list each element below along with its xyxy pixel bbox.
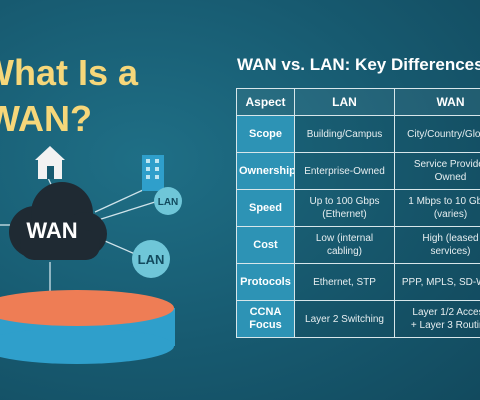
cell-lan-line: Enterprise-Owned bbox=[304, 165, 385, 177]
cell-lan: Enterprise-Owned bbox=[294, 152, 395, 190]
row-aspect: Scope bbox=[236, 115, 295, 153]
table-row: Cost Low (internal cabling) High (leased ser… bbox=[236, 226, 480, 264]
lan-node-large-label: LAN bbox=[138, 252, 165, 267]
cell-wan-line: City/Country/Global bbox=[407, 128, 480, 140]
cell-lan: Building/Campus bbox=[294, 115, 395, 153]
table-row: Scope Building/Campus City/Country/Global bbox=[236, 115, 480, 153]
cell-wan: Layer 1/2 Access + Layer 3 Routing bbox=[394, 300, 480, 338]
cell-lan-line: cabling) bbox=[326, 246, 363, 257]
lan-node-large bbox=[132, 240, 170, 278]
table-row: Ownership Enterprise-Owned Service Provide… bbox=[236, 152, 480, 190]
cell-lan: Layer 2 Switching bbox=[294, 300, 395, 338]
cell-lan-line: Low (internal bbox=[315, 233, 374, 244]
lan-node-small-label: LAN bbox=[158, 197, 179, 208]
table-row: CCNA Focus Layer 2 Switching Layer 1/2 Acc… bbox=[236, 300, 480, 338]
headline-line-1: What Is a bbox=[0, 52, 139, 93]
row-aspect: Protocols bbox=[236, 263, 295, 301]
cell-lan: Up to 100 Gbps (Ethernet) bbox=[294, 189, 395, 227]
table-row: Speed Up to 100 Gbps (Ethernet) 1 Mbps to 1… bbox=[236, 189, 480, 227]
wan-cloud-icon bbox=[9, 182, 107, 260]
cell-wan-line: PPP, MPLS, SD-WAN bbox=[401, 276, 480, 288]
comparison-table: Aspect LAN WAN Scope Building/Campus City/… bbox=[236, 88, 480, 338]
cell-lan-line: Building/Campus bbox=[306, 128, 383, 140]
table-row: Protocols Ethernet, STP PPP, MPLS, SD-WAN bbox=[236, 263, 480, 301]
cell-wan-line: Service Provider bbox=[413, 159, 480, 170]
building-icon bbox=[142, 155, 164, 191]
cell-wan: 1 Mbps to 10 Gbps (varies) bbox=[394, 189, 480, 227]
cell-wan-line: 1 Mbps to 10 Gbps bbox=[408, 196, 480, 207]
column-header-wan: WAN bbox=[394, 88, 480, 116]
row-aspect: Ownership bbox=[236, 152, 295, 190]
cell-wan-line: (varies) bbox=[433, 209, 468, 220]
cell-wan-line: Layer 1/2 Access bbox=[412, 307, 480, 318]
cell-wan: High (leased services) bbox=[394, 226, 480, 264]
row-aspect: Cost bbox=[236, 226, 295, 264]
table-title: WAN vs. LAN: Key Differences bbox=[237, 55, 480, 74]
cell-lan-line: Up to 100 Gbps bbox=[309, 196, 380, 207]
cell-wan: PPP, MPLS, SD-WAN bbox=[394, 263, 480, 301]
network-diagram: WAN LAN LAN bbox=[0, 146, 182, 364]
house-icon bbox=[35, 146, 65, 179]
cell-lan: Ethernet, STP bbox=[294, 263, 395, 301]
headline: What Is a WAN? bbox=[0, 50, 138, 142]
cell-lan-line: (Ethernet) bbox=[322, 209, 367, 220]
row-aspect: Speed bbox=[236, 189, 295, 227]
comparison-table-container: Aspect LAN WAN Scope Building/Campus City/… bbox=[236, 88, 480, 340]
cell-wan: City/Country/Global bbox=[394, 115, 480, 153]
column-header-lan: LAN bbox=[294, 88, 395, 116]
cell-wan-line: High (leased bbox=[422, 233, 479, 244]
headline-line-2: WAN? bbox=[0, 98, 92, 139]
row-aspect: CCNA Focus bbox=[236, 300, 295, 338]
cell-lan-line: Layer 2 Switching bbox=[305, 313, 384, 325]
cell-wan-line: services) bbox=[430, 246, 471, 257]
cell-lan-line: Ethernet, STP bbox=[313, 276, 376, 288]
wan-cloud-label: WAN bbox=[26, 218, 77, 243]
cell-lan: Low (internal cabling) bbox=[294, 226, 395, 264]
column-header-aspect: Aspect bbox=[236, 88, 295, 116]
link-cloud-lan-small bbox=[97, 201, 156, 221]
cell-wan-line: Owned bbox=[434, 172, 467, 183]
network-platform-disk bbox=[0, 290, 175, 364]
link-cloud-building bbox=[94, 189, 144, 213]
table-header-row: Aspect LAN WAN bbox=[236, 88, 480, 116]
lan-node-small bbox=[154, 187, 182, 215]
cell-wan-line: + Layer 3 Routing bbox=[410, 320, 480, 331]
